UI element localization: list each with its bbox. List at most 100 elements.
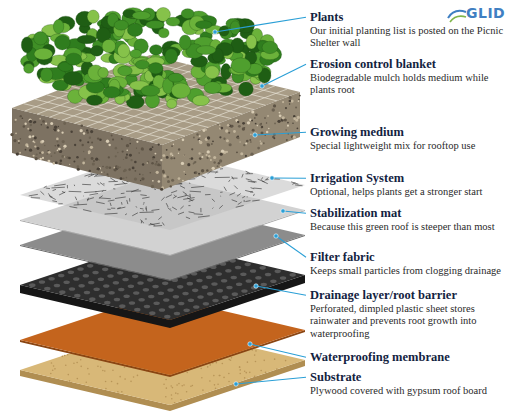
irrigation-fiber <box>108 200 115 201</box>
irrigation-fiber <box>53 189 56 190</box>
irrigation-fiber <box>187 198 193 201</box>
wood-grain <box>249 372 251 374</box>
soil-grain <box>149 148 152 151</box>
soil-grain <box>162 171 165 174</box>
soil-grain <box>45 122 47 124</box>
soil-grain <box>173 144 174 145</box>
soil-grain <box>163 174 166 177</box>
drainage-dimple <box>152 285 158 289</box>
irrigation-fiber <box>154 188 156 190</box>
irrigation-fiber <box>74 185 75 186</box>
irrigation-fiber <box>253 194 255 196</box>
irrigation-fiber <box>242 196 245 198</box>
soil-grain <box>212 140 214 142</box>
irrigation-fiber <box>232 200 237 202</box>
wood-grain <box>254 376 256 378</box>
drainage-dimple <box>188 298 194 302</box>
drainage-dimple <box>153 301 159 305</box>
drainage-dimple <box>68 270 74 274</box>
soil-grain <box>69 164 70 165</box>
layer-name: Stabilization mat <box>310 206 506 220</box>
soil-grain <box>134 170 136 172</box>
soil-grain <box>193 162 195 164</box>
wood-grain <box>171 394 173 396</box>
irrigation-fiber <box>100 183 104 186</box>
soil-grain <box>107 175 109 177</box>
soil-grain <box>130 159 132 161</box>
soil-grain <box>246 140 249 143</box>
drainage-dimple <box>119 304 125 308</box>
soil-grain <box>255 123 257 125</box>
wood-grain <box>112 370 114 372</box>
soil-grain <box>40 158 42 160</box>
soil-grain <box>259 123 262 126</box>
drainage-dimple <box>98 277 104 281</box>
irrigation-fiber <box>220 195 221 197</box>
soil-grain <box>263 142 265 144</box>
wood-grain <box>64 355 66 357</box>
soil-grain <box>32 141 34 143</box>
drainage-dimple <box>29 283 35 287</box>
drainage-dimple <box>39 280 45 284</box>
soil-grain <box>108 145 110 147</box>
drainage-dimple <box>89 297 95 301</box>
plant-leaf <box>91 46 104 57</box>
irrigation-fiber <box>40 191 44 195</box>
irrigation-fiber <box>52 200 57 202</box>
soil-grain <box>152 146 154 148</box>
wood-grain <box>285 360 287 362</box>
leader-dot <box>248 342 252 346</box>
soil-grain <box>250 141 251 142</box>
drainage-dimple <box>147 278 153 282</box>
plant-leaf <box>66 53 82 65</box>
soil-grain <box>156 171 159 174</box>
plant-leaf <box>24 64 34 74</box>
plant-leaf <box>239 82 254 96</box>
soil-grain <box>88 150 91 153</box>
blanket-grid <box>50 64 188 117</box>
soil-grain <box>34 121 37 124</box>
drainage-dimple <box>244 263 250 267</box>
soil-grain <box>264 117 266 119</box>
wood-grain <box>172 387 174 389</box>
irrigation-fiber <box>58 203 62 204</box>
soil-grain <box>29 120 32 123</box>
soil-grain <box>120 167 121 168</box>
soil-grain <box>102 166 103 167</box>
soil-grain <box>124 169 127 172</box>
soil-grain <box>155 163 158 166</box>
plant-leaf <box>103 87 120 98</box>
wood-grain <box>165 396 167 398</box>
plant-leaf <box>196 46 216 55</box>
irrigation-fiber <box>95 190 106 191</box>
irrigation-fiber <box>44 186 47 188</box>
soil-grain <box>77 168 80 171</box>
drainage-dimple <box>274 270 280 274</box>
soil-grain <box>257 147 260 150</box>
soil-grain <box>59 162 62 165</box>
soil-grain <box>260 140 261 141</box>
soil-grain <box>199 140 201 142</box>
irrigation-fiber <box>158 217 161 220</box>
irrigation-fiber <box>224 187 226 191</box>
wood-grain <box>171 398 173 400</box>
soil-grain <box>126 144 129 147</box>
soil-grain <box>289 96 292 99</box>
soil-grain <box>156 161 158 163</box>
wood-grain <box>133 376 135 378</box>
plant-leaf <box>114 20 128 30</box>
drainage-dimple <box>167 288 173 292</box>
wood-grain <box>117 383 119 385</box>
soil-grain <box>160 159 162 161</box>
wood-grain <box>102 370 104 372</box>
soil-grain <box>206 154 208 156</box>
soil-grain <box>41 151 44 154</box>
drainage-dimple <box>99 294 105 298</box>
plant-leaf <box>192 95 209 106</box>
soil-grain <box>77 165 80 168</box>
plant-leaf <box>231 58 251 73</box>
plant-leaf <box>148 63 163 74</box>
wood-grain <box>186 391 188 393</box>
irrigation-fiber <box>172 207 177 210</box>
soil-grain <box>29 124 32 127</box>
